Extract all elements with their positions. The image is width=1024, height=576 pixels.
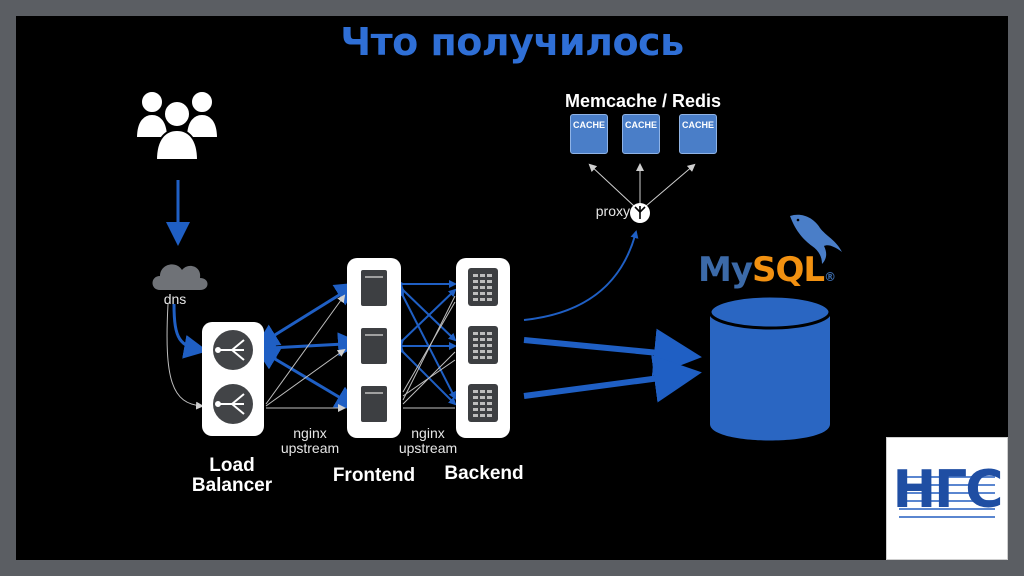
server-grid-cell — [487, 338, 492, 341]
proxy-label: proxy — [595, 203, 630, 219]
slide-title: Что получилось — [340, 20, 684, 64]
server-grid-cell — [473, 286, 478, 289]
backend-to-db-arrow-1 — [523, 328, 702, 377]
server-grid-cell — [473, 280, 478, 283]
server-grid-cell — [480, 298, 485, 301]
server-grid-cell — [487, 344, 492, 347]
server-grid-cell — [480, 390, 485, 393]
dolphin-icon — [790, 214, 842, 264]
server-grid-cell — [473, 338, 478, 341]
mysql-logo: MySQL® — [698, 250, 836, 290]
upstream-label-2: nginx upstream — [388, 426, 468, 455]
mysql-logo-sql: SQL — [752, 250, 825, 290]
server-grid-cell — [480, 396, 485, 399]
server-grid-cell — [487, 396, 492, 399]
server-grid-cell — [487, 274, 492, 277]
upstream-label-1-line2: upstream — [280, 439, 340, 456]
server-grid-cell — [480, 408, 485, 411]
server-grid-cell — [473, 414, 478, 417]
server-grid-cell — [487, 402, 492, 405]
server-grid-cell — [487, 408, 492, 411]
database-icon — [708, 294, 832, 441]
dns-to-lb-arrow-2 — [166, 303, 204, 410]
cache-box: CACHE — [622, 114, 660, 154]
dns-label: dns — [163, 291, 187, 307]
server-grid-cell — [480, 356, 485, 359]
frontend-label: Frontend — [332, 465, 416, 486]
cloud-icon — [152, 264, 208, 290]
server-grid-cell — [473, 344, 478, 347]
server-icon — [361, 270, 387, 306]
backend-label: Backend — [444, 463, 524, 484]
server-grid-cell — [487, 350, 492, 353]
mysql-logo-my: My — [698, 250, 753, 290]
server-grid-cell — [480, 350, 485, 353]
server-grid-cell — [473, 402, 478, 405]
server-grid-cell — [487, 286, 492, 289]
dns-to-lb-arrow-1 — [172, 303, 208, 359]
server-grid-cell — [480, 332, 485, 335]
server-grid-cell — [473, 350, 478, 353]
load-balancer-label: Load Balancer — [180, 456, 284, 496]
upstream-label-1: nginx upstream — [270, 426, 350, 455]
cache-box: CACHE — [679, 114, 717, 154]
server-grid-cell — [473, 292, 478, 295]
server-grid-cell — [480, 402, 485, 405]
ngs-logo-text: НГС — [892, 460, 1004, 520]
cache-box: CACHE — [570, 114, 608, 154]
upstream-label-2-line1: nginx — [411, 425, 445, 441]
upstream-label-2-line2: upstream — [398, 439, 458, 456]
server-grid-cell — [473, 356, 478, 359]
load-balancer-label-line1: Load — [209, 455, 255, 476]
server-icon — [468, 326, 498, 364]
load-balancer-glyphs — [215, 339, 245, 415]
server-grid-cell — [480, 338, 485, 341]
server-grid-cell — [487, 390, 492, 393]
server-grid-cell — [480, 286, 485, 289]
users-icon — [134, 90, 220, 161]
server-grid-cell — [487, 298, 492, 301]
ngs-logo: НГС — [886, 437, 1008, 560]
server-grid-cell — [487, 332, 492, 335]
server-grid-cell — [487, 414, 492, 417]
cache-group-label: Memcache / Redis — [564, 91, 722, 111]
server-icon — [361, 328, 387, 364]
server-grid-cell — [473, 408, 478, 411]
server-grid-cell — [473, 390, 478, 393]
server-grid-cell — [487, 356, 492, 359]
proxy-icon — [630, 203, 650, 223]
server-icon — [361, 386, 387, 422]
backend-to-proxy-arrow — [523, 230, 639, 321]
server-grid-cell — [480, 414, 485, 417]
server-grid-cell — [487, 292, 492, 295]
server-grid-cell — [473, 274, 478, 277]
backend-to-db-arrow-2 — [523, 354, 702, 403]
server-grid-cell — [473, 332, 478, 335]
server-icon — [468, 268, 498, 306]
server-grid-cell — [480, 274, 485, 277]
upstream-label-1-line1: nginx — [293, 425, 327, 441]
server-grid-cell — [473, 396, 478, 399]
server-grid-cell — [480, 280, 485, 283]
server-grid-cell — [473, 298, 478, 301]
server-grid-cell — [480, 344, 485, 347]
server-grid-cell — [487, 280, 492, 283]
server-icon — [468, 384, 498, 422]
server-grid-cell — [480, 292, 485, 295]
load-balancer-label-line2: Balancer — [191, 474, 273, 496]
